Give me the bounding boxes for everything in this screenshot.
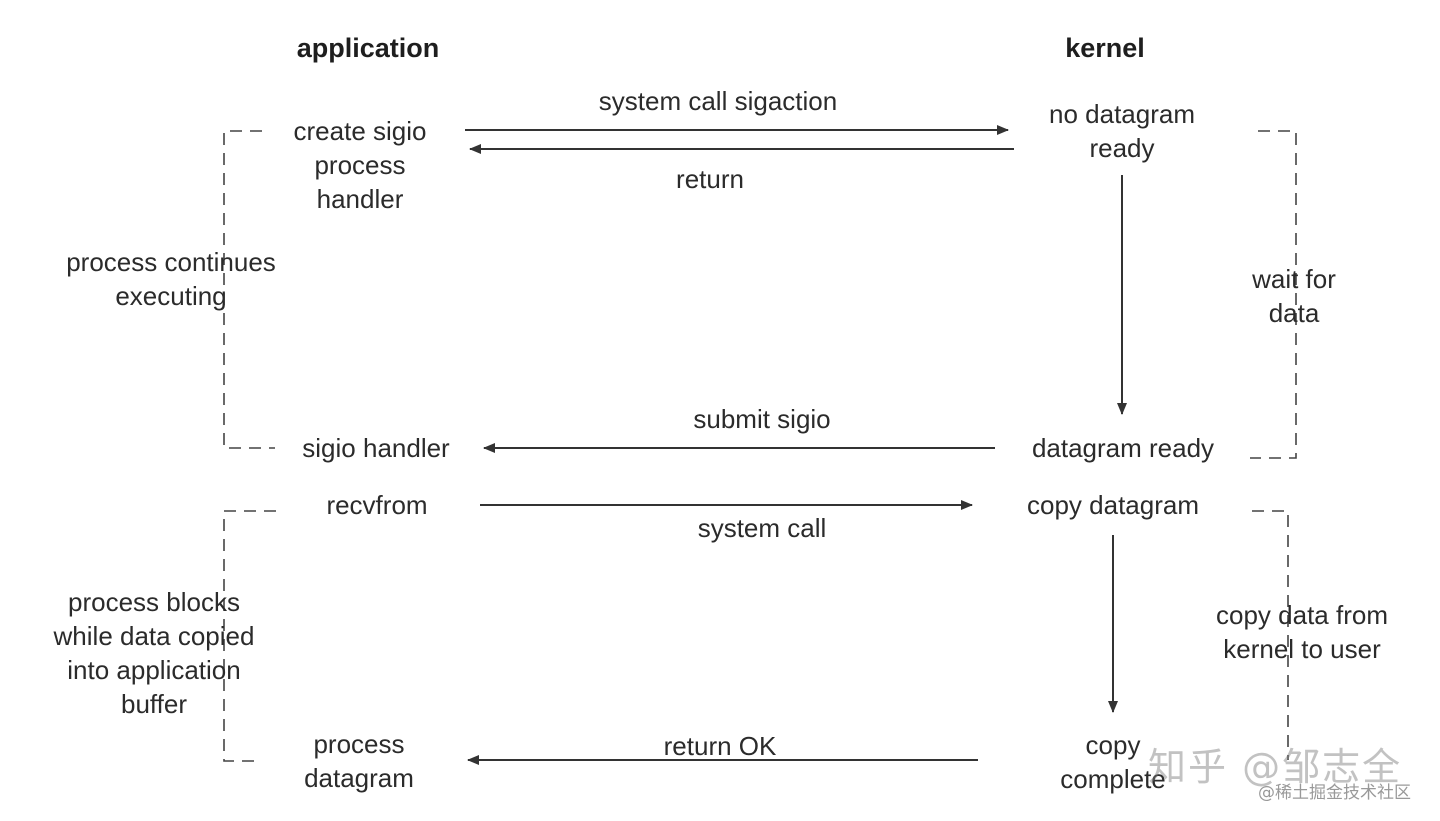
bracket-process-continues [223,130,275,449]
datagram-ready-label: datagram ready [1031,433,1215,463]
process-blocks-label: process blocks while data copied into ap… [53,587,255,719]
bracket-copy-data [1252,510,1289,760]
copy-complete-label: copy complete [1060,730,1166,794]
system-call-label: system call [697,513,827,543]
return-label: return [676,164,744,194]
syscall-sigaction-label: system call sigaction [598,86,838,116]
no-datagram-ready-label: no datagram ready [1049,99,1195,163]
recvfrom-label: recvfrom [326,490,428,520]
process-datagram-label: process datagram [304,729,414,793]
copy-datagram-label: copy datagram [1027,490,1199,520]
process-continues-label: process continues executing [66,247,276,311]
application-header: application [296,33,440,63]
sigio-handler-label: sigio handler [302,433,450,463]
bracket-process-blocks [223,510,276,762]
juejin-watermark: @稀土掘金技术社区 [1258,783,1411,803]
create-sigio-handler-label: create sigio process handler [293,116,427,214]
kernel-header: kernel [1065,33,1145,63]
return-ok-label: return OK [663,731,777,761]
submit-sigio-label: submit sigio [693,404,831,434]
bracket-wait-for-data [1250,130,1297,459]
copy-data-label: copy data from kernel to user [1216,600,1388,664]
zhihu-watermark: 知乎 @邹志全 [1148,745,1403,789]
wait-for-data-label: wait for data [1252,264,1336,328]
